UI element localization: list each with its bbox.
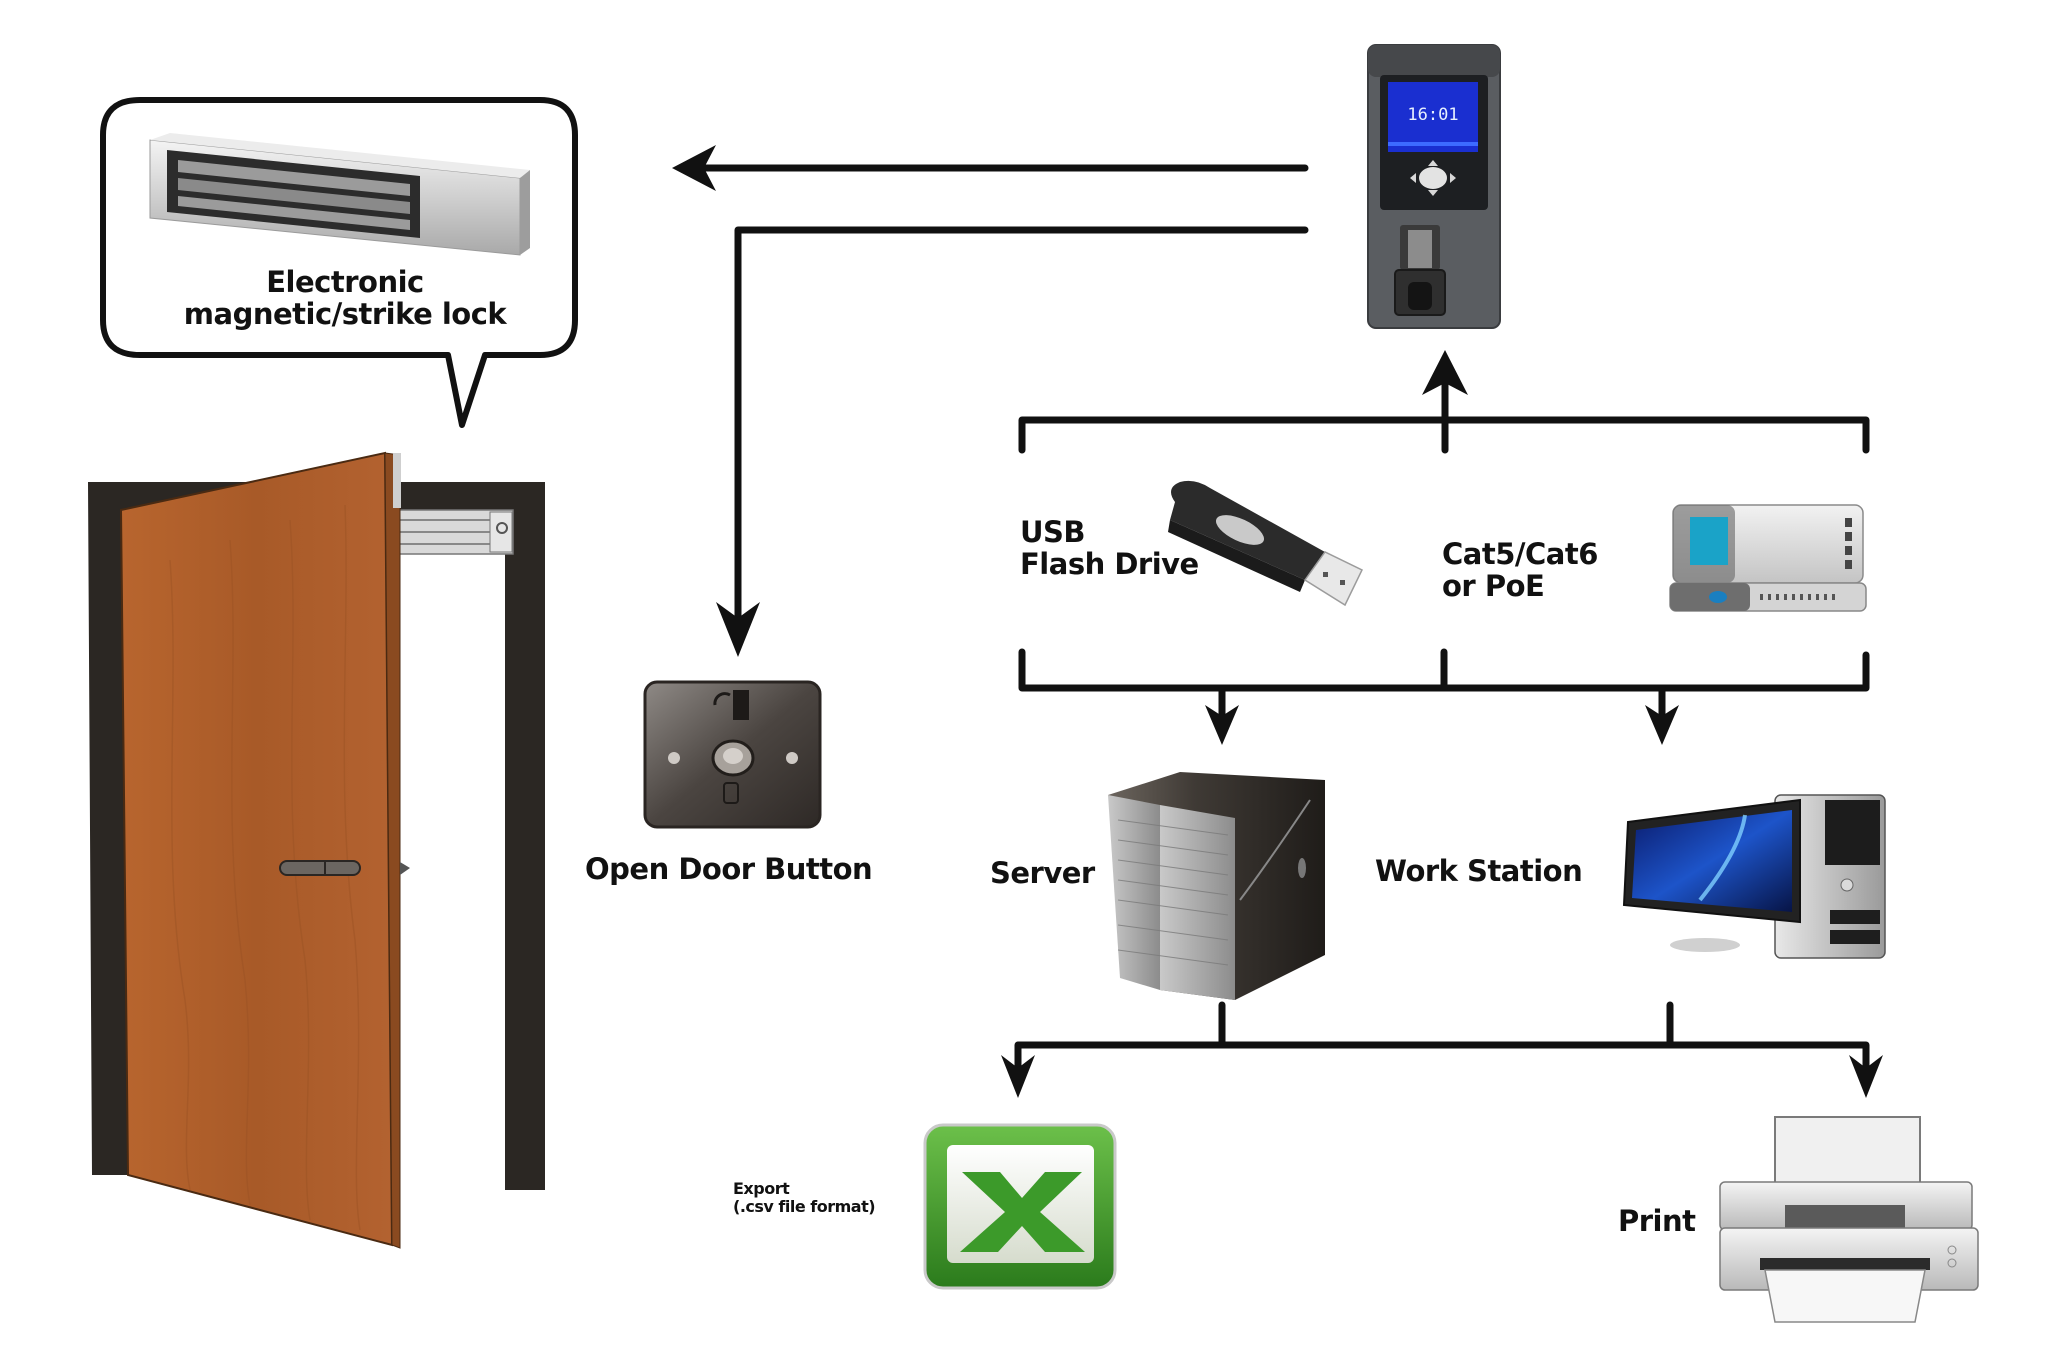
- arrowhead-down-icon: [1849, 1055, 1883, 1098]
- workstation-label: Work Station: [1375, 854, 1583, 888]
- lock-label-line1: Electronic: [266, 265, 424, 299]
- export-label-sub: (.csv file format): [733, 1196, 876, 1216]
- arrowhead-down-icon: [1001, 1055, 1035, 1098]
- door-icon: [88, 451, 545, 1249]
- arrowhead-down-icon: [1645, 705, 1679, 745]
- terminal-screen: [1388, 82, 1478, 152]
- edge-terminal-to-button: [734, 226, 1309, 634]
- server-tower-icon: [1108, 772, 1325, 1000]
- arrowheads: [672, 145, 1883, 1098]
- biometric-terminal-icon: 16:01: [1367, 44, 1501, 329]
- magnetic-lock-icon: [149, 133, 530, 256]
- network-label-line1: Cat5/Cat6: [1442, 537, 1598, 571]
- door-leaf: [119, 451, 394, 1247]
- connectors: [696, 164, 1870, 1084]
- door-handle-icon: [279, 860, 410, 876]
- spreadsheet-icon: [923, 1123, 1117, 1290]
- frame-magnetic-lock-icon: [394, 509, 514, 555]
- arrowhead-up-icon: [1422, 350, 1468, 395]
- arrowhead-down-icon: [1205, 705, 1239, 745]
- wood-grain: [169, 504, 361, 1231]
- arrowhead-down-icon: [716, 602, 760, 657]
- server-label: Server: [990, 856, 1095, 890]
- lock-callout: [100, 97, 578, 428]
- exit-button-icon: [643, 680, 822, 829]
- network-label: Cat5/Cat6 or PoE: [1442, 538, 1598, 603]
- export-label: Export (.csv file format): [733, 1179, 876, 1216]
- usb-flash-drive-icon: [1168, 480, 1364, 607]
- printer-icon: [1719, 1116, 1979, 1323]
- network-switch-icon: [1669, 504, 1867, 612]
- usb-label-line2: Flash Drive: [1020, 547, 1199, 582]
- open-door-button-label: Open Door Button: [585, 852, 873, 886]
- lock-label-line2: magnetic/strike lock: [183, 297, 507, 332]
- lock-label: Electronic magnetic/strike lock: [150, 266, 540, 331]
- workstation-computer-icon: [1622, 794, 1886, 959]
- export-label-main: Export: [733, 1179, 790, 1198]
- terminal-time: 16:01: [1407, 105, 1458, 125]
- usb-label-line1: USB: [1020, 515, 1086, 549]
- network-label-line2: or PoE: [1442, 569, 1545, 604]
- edge-outputs-bracket: [1014, 1041, 1870, 1084]
- usb-label: USB Flash Drive: [1020, 516, 1199, 581]
- arrowhead-left-icon: [672, 145, 716, 191]
- print-label: Print: [1618, 1204, 1696, 1238]
